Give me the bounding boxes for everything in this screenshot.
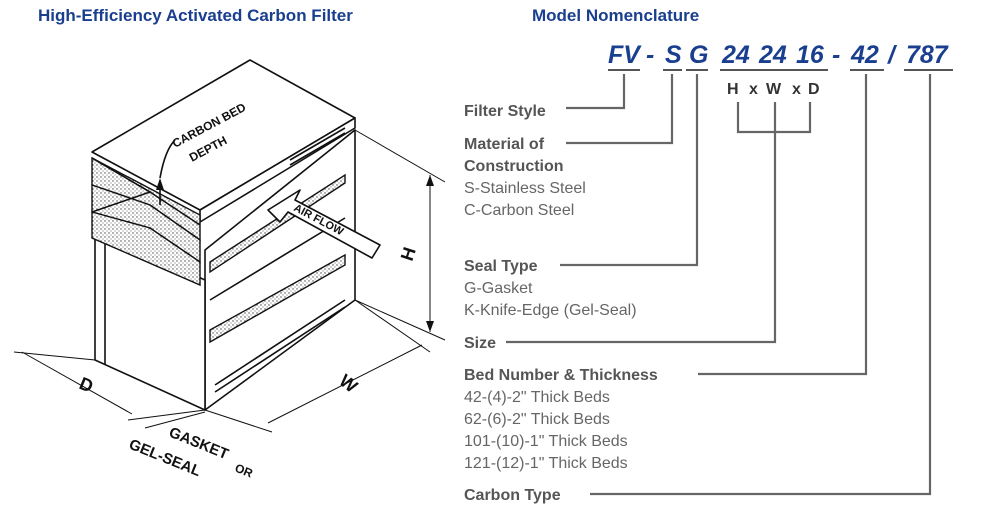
code-seal: G	[689, 41, 708, 69]
leader-carbon	[590, 74, 932, 496]
nomenclature-code: FV - S G 24 24 16 - 42 / 787 H x W x D	[608, 41, 953, 98]
label-filter-style: Filter Style	[464, 103, 546, 120]
code-dash-2: -	[832, 41, 840, 69]
code-bed: 42	[850, 41, 879, 69]
bed-slot-2	[209, 253, 346, 344]
option-material-1: S-Stainless Steel	[464, 180, 586, 197]
slot-rail-1	[289, 127, 346, 161]
dim-x-1: x	[749, 81, 758, 98]
option-bed-3: 101-(10)-1" Thick Beds	[464, 433, 628, 450]
depth-arrowhead	[156, 178, 164, 190]
code-dash-1: -	[646, 41, 654, 69]
code-style: FV	[608, 41, 642, 69]
w-dimension-line	[267, 344, 423, 424]
option-bed-1: 42-(4)-2" Thick Beds	[464, 389, 610, 406]
option-seal-2: K-Knife-Edge (Gel-Seal)	[464, 302, 637, 319]
label-material: Material of	[464, 136, 545, 153]
field-labels: Filter Style Material of Construction S-…	[464, 103, 658, 504]
dim-x-2: x	[792, 81, 801, 98]
leader-seal	[560, 74, 699, 267]
option-bed-4: 121-(12)-1" Thick Beds	[464, 455, 628, 472]
code-w: 24	[758, 41, 787, 69]
leader-size	[506, 132, 777, 344]
code-slash: /	[887, 41, 898, 69]
leader-filter-style	[566, 74, 626, 110]
nomenclature-title: Model Nomenclature	[532, 6, 700, 25]
option-seal-1: G-Gasket	[464, 280, 533, 297]
slot-rail-3	[214, 299, 346, 386]
leader-bed	[698, 74, 868, 376]
slot-rail-3b	[214, 306, 346, 393]
dim-h: H	[727, 81, 739, 98]
label-seal: Seal Type	[464, 258, 538, 275]
option-bed-2: 62-(6)-2" Thick Beds	[464, 411, 610, 428]
d-ext-right	[127, 409, 206, 421]
d-dimension-label: D	[77, 373, 97, 396]
label-carbon: Carbon Type	[464, 487, 561, 504]
label-material-2: Construction	[464, 158, 564, 175]
code-d: 16	[796, 41, 825, 69]
filter-illustration: CARBON BED DEPTH AIR FLOW H W D GASKET O…	[13, 59, 446, 481]
label-size: Size	[464, 335, 496, 352]
option-material-2: C-Carbon Steel	[464, 202, 574, 219]
or-label: OR	[233, 461, 255, 481]
airflow-arrow	[267, 189, 381, 259]
w-dimension-label: W	[336, 370, 362, 396]
h-arrow-top	[426, 175, 434, 186]
bed-zigzag-2	[149, 191, 201, 226]
d-dimension-line	[21, 351, 133, 415]
diagram-title: High-Efficiency Activated Carbon Filter	[38, 6, 353, 25]
depth-leader	[159, 139, 176, 179]
h-dimension-label: H	[397, 245, 420, 264]
h-arrow-bottom	[426, 321, 434, 332]
gasket-leader	[144, 411, 206, 429]
leader-lines	[506, 74, 932, 496]
code-h: 24	[721, 41, 750, 69]
w-ext-right	[354, 299, 431, 353]
carbon-bed-lower	[91, 211, 201, 287]
code-carbon: 787	[906, 41, 949, 69]
dim-w: W	[766, 81, 782, 98]
h-ext-top	[354, 129, 446, 183]
slot-rail-1b	[289, 132, 346, 166]
label-bed: Bed Number & Thickness	[464, 367, 658, 384]
dim-d: D	[808, 81, 820, 98]
h-ext-bottom	[354, 299, 446, 341]
code-material: S	[665, 41, 682, 69]
leader-material	[566, 74, 674, 145]
d-ext-left	[13, 351, 96, 361]
w-ext-left	[204, 409, 273, 433]
